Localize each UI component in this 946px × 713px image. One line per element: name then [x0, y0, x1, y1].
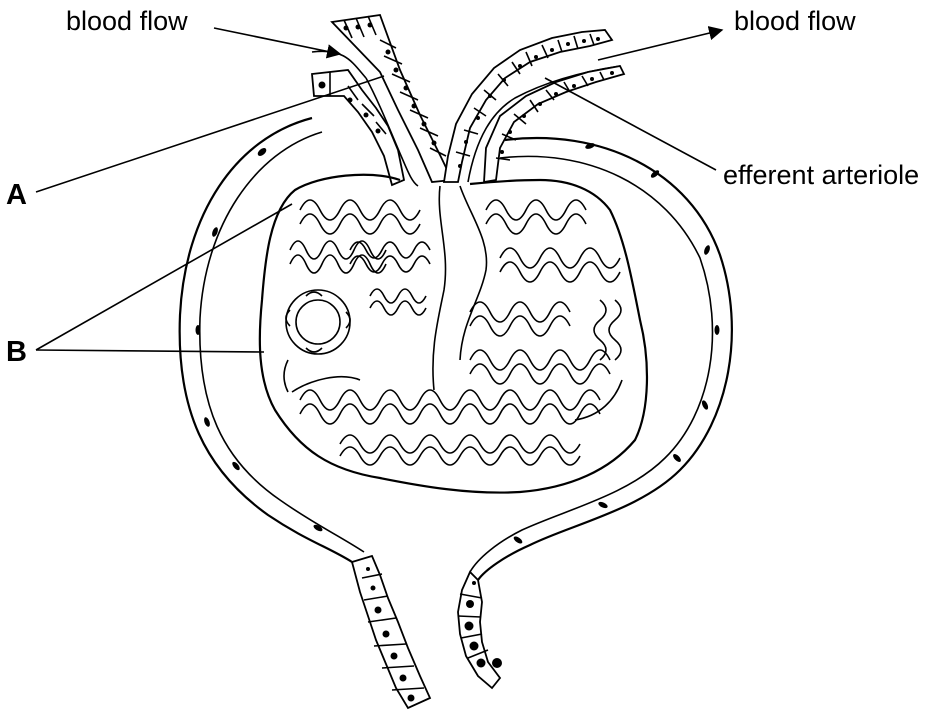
- blood-flow-out-arrow: [598, 30, 722, 60]
- afferent-arteriole: [312, 15, 452, 186]
- glomerulus: [260, 175, 647, 493]
- label-b: B: [6, 336, 27, 368]
- tubule-cells-left: [352, 556, 430, 708]
- efferent-leader-line: [545, 78, 716, 170]
- label-a: A: [6, 179, 27, 211]
- bowmans-capsule: [180, 118, 732, 580]
- blood-flow-in-arrow: [214, 28, 340, 54]
- blood-flow-out-label: blood flow: [734, 6, 856, 36]
- blood-flow-in-label: blood flow: [66, 6, 188, 36]
- label-b-leader-line-1: [36, 204, 292, 350]
- label-b-leader-line-2: [36, 350, 264, 352]
- capsule-nuclei: [196, 142, 720, 545]
- efferent-arteriole-label: efferent arteriole: [723, 160, 919, 190]
- tubule-cells-right: [458, 572, 502, 688]
- label-a-leader-line: [36, 76, 384, 192]
